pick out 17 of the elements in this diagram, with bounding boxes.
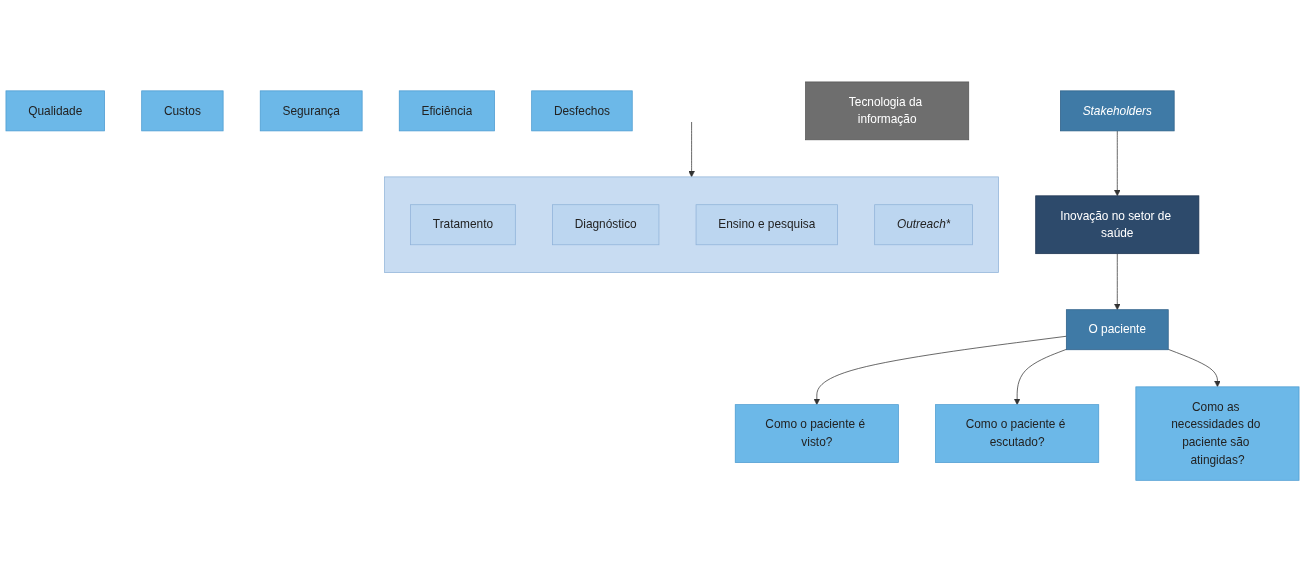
node-box: Desfechos (531, 90, 633, 132)
node-box: Segurança (259, 90, 363, 132)
node-box: Diagnóstico (552, 204, 660, 245)
node-box: Como o paciente é escutado? (935, 404, 1100, 463)
node-box: Custos (141, 90, 224, 132)
node-box: O paciente (1065, 309, 1169, 350)
node-box: Stakeholders (1060, 90, 1175, 132)
node-box: Tratamento (410, 204, 516, 245)
node-box: Inovação no setor de saúde (1035, 195, 1200, 254)
node-box: Tecnologia da informação (805, 81, 970, 141)
node-box: Como o paciente é visto? (734, 404, 899, 463)
node-box: Outreach* (874, 204, 973, 245)
node-box: Ensino e pesquisa (695, 204, 838, 245)
node-box: Eficiência (398, 90, 495, 132)
node-box: Qualidade (5, 90, 105, 132)
node-box: Como as necessidades do paciente são atingidas? (1135, 386, 1300, 481)
cluster (384, 176, 999, 273)
